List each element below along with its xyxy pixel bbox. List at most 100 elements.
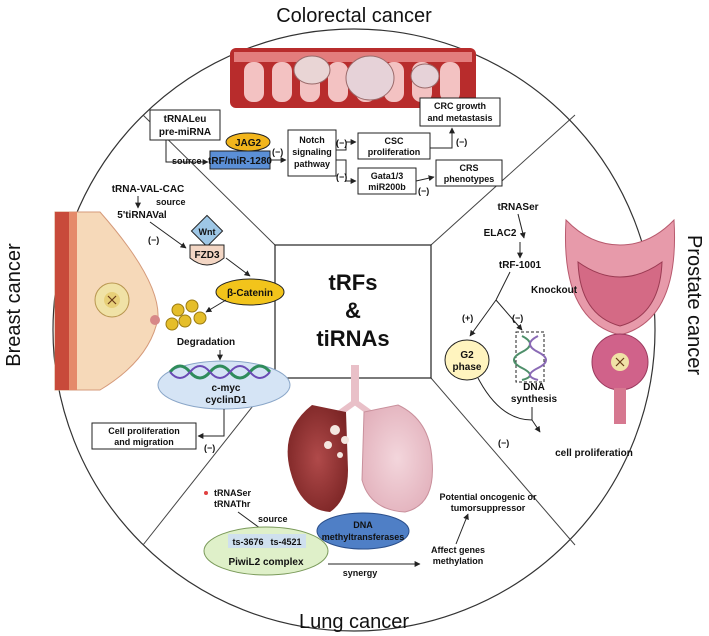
dna-l1: DNA bbox=[523, 382, 545, 393]
cyclind1-label: cyclinD1 bbox=[205, 395, 247, 406]
divider-top-right bbox=[430, 114, 576, 246]
prostate-illustration bbox=[564, 218, 676, 424]
minus-crc-2: (−) bbox=[336, 138, 347, 148]
lung-trnathr: tRNAThr bbox=[214, 499, 251, 509]
degradation-spheres bbox=[165, 299, 207, 331]
beta-degradation-arrow bbox=[205, 299, 227, 313]
jag2-label: JAG2 bbox=[235, 138, 262, 149]
lung-source-label: source bbox=[258, 514, 288, 524]
crs-box bbox=[435, 159, 503, 187]
dnmt-l2: methyltransferases bbox=[322, 532, 405, 542]
g2-prolif-curve bbox=[477, 377, 533, 421]
trf-branch-stem bbox=[495, 271, 511, 301]
trnaleu-box bbox=[149, 109, 221, 141]
notch-l2: signaling bbox=[292, 147, 332, 157]
dnmt-oval bbox=[316, 512, 410, 550]
center-line-3: tiRNAs bbox=[316, 326, 389, 351]
crs-l2: phenotypes bbox=[444, 174, 495, 184]
csc-l2: proliferation bbox=[368, 147, 421, 157]
wnt-label: Wnt bbox=[199, 227, 216, 237]
g2-phase-oval bbox=[444, 339, 490, 381]
center-line-2: & bbox=[345, 298, 361, 323]
affect-potential-arrow bbox=[455, 513, 469, 545]
affect-l1: Affect genes bbox=[431, 545, 485, 555]
notch-l1: Notch bbox=[299, 135, 325, 145]
section-title-prostate: Prostate cancer bbox=[683, 235, 705, 375]
minus-prostate-1: (−) bbox=[512, 313, 523, 323]
minus-prostate-2: (−) bbox=[498, 438, 509, 448]
ts4521-label: ts-4521 bbox=[270, 537, 301, 547]
lung-trnaser: tRNASer bbox=[214, 488, 252, 498]
notch-csc-arrow bbox=[336, 139, 357, 151]
potential-l1: Potential oncogenic or bbox=[439, 492, 537, 502]
lung-illustration bbox=[287, 365, 433, 513]
csc-box bbox=[357, 132, 431, 160]
csc-l1: CSC bbox=[384, 136, 404, 146]
minus-crc-4: (−) bbox=[456, 137, 467, 147]
affect-l2: methylation bbox=[433, 556, 484, 566]
wnt-diamond bbox=[190, 214, 224, 248]
crs-l1: CRS bbox=[459, 163, 478, 173]
elac2-label: ELAC2 bbox=[484, 228, 517, 239]
crc-growth-l1: CRC growth bbox=[434, 101, 486, 111]
plus-label: (+) bbox=[462, 313, 473, 323]
piwil2-label: PiwiL2 complex bbox=[228, 557, 303, 568]
knockout-label: Knockout bbox=[531, 285, 578, 296]
tirnaval-label: 5'tiRNAVal bbox=[117, 210, 167, 221]
section-title-colorectal: Colorectal cancer bbox=[276, 5, 432, 27]
section-title-breast: Breast cancer bbox=[3, 243, 25, 367]
center-line-1: tRFs bbox=[329, 270, 378, 295]
tirna-fzd3-arrow bbox=[149, 221, 187, 249]
minus-crc-1: (−) bbox=[272, 147, 283, 157]
cmyc-prolif-arrow bbox=[197, 409, 225, 439]
degradation-label: Degradation bbox=[177, 337, 235, 348]
branch-dna-arrow bbox=[495, 299, 523, 331]
breast-prolif-l2: and migration bbox=[114, 437, 174, 447]
branch-g2-arrow bbox=[469, 299, 497, 337]
csc-growth-arrow bbox=[430, 127, 455, 149]
notch-gata-arrow bbox=[336, 159, 357, 184]
fzd3-beta-arrow bbox=[225, 257, 251, 277]
minus-breast-1: (−) bbox=[148, 235, 159, 245]
trf1001-label: tRF-1001 bbox=[499, 260, 542, 271]
colon-illustration bbox=[230, 48, 476, 108]
source-label-crc: source bbox=[172, 156, 202, 166]
beta-catenin-oval bbox=[215, 278, 285, 306]
prostate-trnaser: tRNASer bbox=[497, 202, 538, 213]
breast-illustration bbox=[54, 211, 160, 391]
ts-label-bg bbox=[228, 534, 306, 548]
notch-l3: pathway bbox=[294, 159, 330, 169]
dnmt-l1: DNA bbox=[353, 520, 373, 530]
dna-l2: synthesis bbox=[511, 394, 558, 405]
notch-box bbox=[287, 129, 337, 177]
divider-bottom-right bbox=[430, 377, 576, 546]
ts3676-label: ts-3676 bbox=[232, 537, 263, 547]
potential-l2: tumorsuppressor bbox=[451, 503, 526, 513]
trnaleu-label: tRNALeu bbox=[164, 114, 207, 125]
trf-mir-label: tRF/miR-1280 bbox=[208, 156, 272, 167]
crc-growth-box bbox=[419, 97, 501, 127]
source-arrow bbox=[165, 140, 209, 165]
trna-val-label: tRNA-VAL-CAC bbox=[112, 184, 185, 195]
minus-crc-3: (−) bbox=[336, 172, 347, 182]
g2-l2: phase bbox=[453, 362, 482, 373]
gata-box bbox=[357, 167, 417, 195]
crc-growth-l2: and metastasis bbox=[427, 113, 492, 123]
prolif-arrow bbox=[531, 419, 541, 433]
premirna-label: pre-miRNA bbox=[159, 127, 211, 138]
section-title-lung: Lung cancer bbox=[299, 611, 409, 633]
dna-helix-icon bbox=[168, 364, 272, 380]
fzd3-label: FZD3 bbox=[195, 250, 220, 261]
gata-l1: Gata1/3 bbox=[371, 171, 404, 181]
g2-l1: G2 bbox=[460, 350, 474, 361]
minus-breast-2: (−) bbox=[204, 443, 215, 453]
fzd3-receptor bbox=[189, 244, 225, 266]
trnaser-elac-arrow bbox=[517, 213, 526, 239]
breast-prolif-l1: Cell proliferation bbox=[108, 426, 180, 436]
breast-source-label: source bbox=[156, 197, 186, 207]
beta-catenin-label: β-Catenin bbox=[227, 288, 273, 299]
breast-prolif-box bbox=[91, 422, 197, 450]
minus-crc-5: (−) bbox=[418, 186, 429, 196]
gata-l2: miR200b bbox=[368, 182, 406, 192]
